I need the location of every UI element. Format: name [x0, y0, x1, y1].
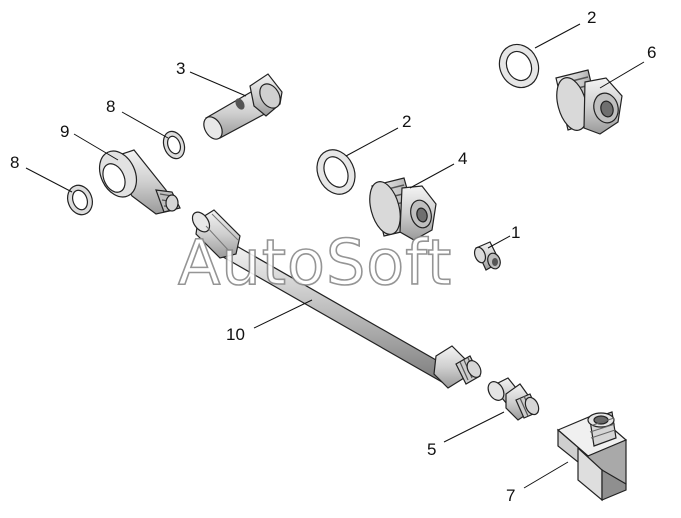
seal-washer-part-2-upper — [498, 43, 540, 89]
leader-line-8-upper — [121, 111, 169, 139]
leader-line-7 — [523, 461, 569, 489]
nipple-part-1 — [473, 241, 501, 271]
leader-line-10 — [253, 299, 313, 329]
callout-7: 7 — [506, 486, 515, 505]
callout-9: 9 — [60, 122, 69, 141]
callout-8-lower: 8 — [10, 153, 19, 172]
callout-4: 4 — [458, 149, 467, 168]
sealing-ring-part-8-upper — [162, 130, 186, 160]
leader-line-6 — [599, 61, 645, 89]
callout-2-upper: 2 — [587, 8, 596, 27]
sealing-ring-part-8-lower — [67, 184, 93, 216]
callout-1: 1 — [511, 223, 520, 242]
watermark-text: AutoSoft — [178, 226, 452, 299]
leader-line-3 — [189, 71, 247, 97]
callout-labels: 2 6 3 8 9 8 2 4 1 10 5 7 — [10, 8, 656, 505]
callout-2-middle: 2 — [402, 112, 411, 131]
leader-lines — [25, 23, 645, 489]
callout-8-upper: 8 — [106, 97, 115, 116]
leader-line-2-upper — [534, 23, 581, 49]
threaded-plug-part-4 — [369, 177, 437, 241]
callout-5: 5 — [427, 440, 436, 459]
callout-10: 10 — [226, 325, 245, 344]
banjo-bolt-part-3 — [203, 73, 283, 140]
tee-block-part-7 — [556, 411, 628, 502]
pipe-assembly-part-10 — [191, 209, 482, 389]
leader-line-1 — [487, 235, 511, 249]
leader-line-9 — [73, 133, 119, 161]
seal-washer-part-2-middle — [316, 149, 356, 195]
callout-3: 3 — [176, 59, 185, 78]
plug-part-6 — [555, 69, 623, 135]
leader-line-5 — [443, 411, 505, 443]
leader-line-4 — [409, 163, 455, 189]
union-part-5 — [487, 377, 540, 421]
callout-6: 6 — [647, 43, 656, 62]
leader-line-8-lower — [25, 167, 73, 193]
banjo-fitting-part-9 — [98, 149, 181, 215]
leader-line-2-middle — [345, 127, 399, 157]
